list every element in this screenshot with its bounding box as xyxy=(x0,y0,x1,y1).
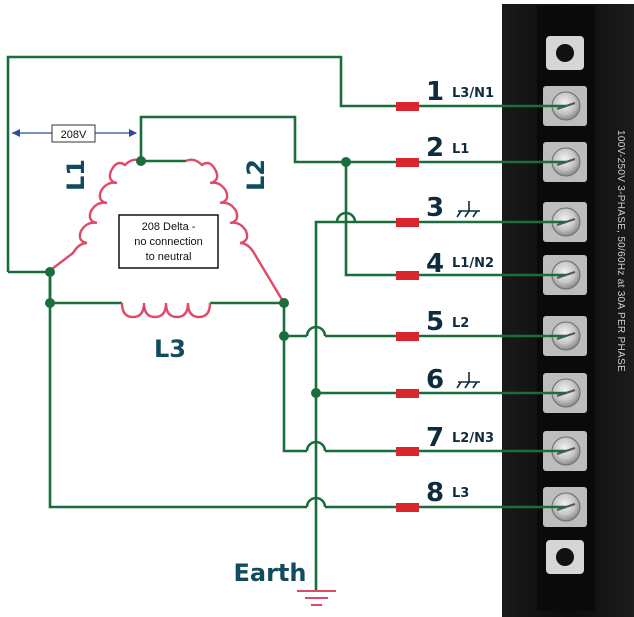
pin-number-3: 3 xyxy=(426,193,444,223)
coil-label-l1: L1 xyxy=(62,159,90,191)
ground-icon xyxy=(456,201,480,218)
wiring xyxy=(6,55,566,590)
connector-4 xyxy=(396,271,419,280)
pin-label-7: L2/N3 xyxy=(452,431,494,446)
coil-l3 xyxy=(120,302,212,319)
pin-row-8: 8 L3 xyxy=(396,478,469,512)
note-line-3: to neutral xyxy=(146,251,192,263)
coil-label-l2: L2 xyxy=(242,159,270,191)
note-line-2: no connection xyxy=(134,236,203,248)
connector-6 xyxy=(396,389,419,398)
pin-number-2: 2 xyxy=(426,133,444,163)
voltage-label: 208V xyxy=(61,129,87,141)
terminal-rating-text: 100V-250V 3-PHASE, 50/60Hz at 30A PER PH… xyxy=(615,130,626,372)
pin-label-1: L3/N1 xyxy=(452,86,494,101)
pin-number-4: 4 xyxy=(426,249,444,279)
connector-1 xyxy=(396,102,419,111)
pin-label-4: L1/N2 xyxy=(452,256,494,271)
connector-5 xyxy=(396,332,419,341)
pin-row-3: 3 xyxy=(396,193,480,227)
pin-number-5: 5 xyxy=(426,307,444,337)
junctions xyxy=(45,156,351,398)
connector-8 xyxy=(396,503,419,512)
terminal-block: 100V-250V 3-PHASE, 50/60Hz at 30A PER PH… xyxy=(502,4,634,617)
voltage-dimension: 208V xyxy=(12,124,137,143)
connector-7 xyxy=(396,447,419,456)
coil-label-l3: L3 xyxy=(154,335,186,363)
earth-symbol: Earth xyxy=(234,559,336,606)
note-line-1: 208 Delta - xyxy=(142,221,196,233)
mounting-hole-icon xyxy=(546,540,584,574)
pin-row-1: 1 L3/N1 xyxy=(396,77,494,111)
pin-row-4: 4 L1/N2 xyxy=(396,249,494,280)
pin-row-5: 5 L2 xyxy=(396,307,469,341)
pin-row-6: 6 xyxy=(396,365,480,398)
pin-label-8: L3 xyxy=(452,486,469,501)
pin-row-7: 7 L2/N3 xyxy=(396,423,494,456)
pin-row-2: 2 L1 xyxy=(396,133,469,167)
earth-label: Earth xyxy=(234,559,307,587)
pin-label-2: L1 xyxy=(452,142,469,157)
connector-2 xyxy=(396,158,419,167)
coil-l1 xyxy=(47,158,142,273)
coil-l2 xyxy=(185,158,286,304)
pin-label-5: L2 xyxy=(452,316,469,331)
pin-number-7: 7 xyxy=(426,423,444,453)
pin-number-6: 6 xyxy=(426,365,444,395)
pin-number-8: 8 xyxy=(426,478,444,508)
pin-list: 1 L3/N1 2 L1 3 4 L1/N2 5 xyxy=(396,77,494,512)
mounting-hole-icon xyxy=(546,36,584,70)
delta-note-box: 208 Delta - no connection to neutral xyxy=(118,214,219,269)
pin-number-1: 1 xyxy=(426,77,444,107)
connector-3 xyxy=(396,218,419,227)
ground-icon xyxy=(456,372,480,389)
